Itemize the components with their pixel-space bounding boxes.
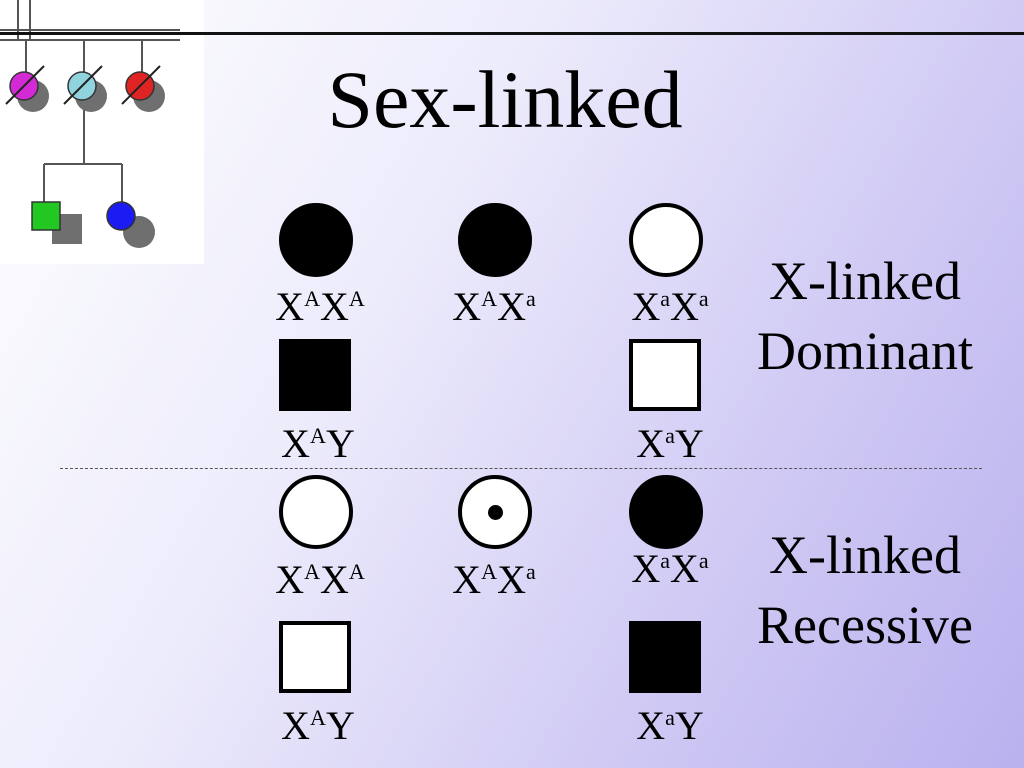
recessive-female-XaXa-symbol bbox=[629, 475, 703, 549]
recessive-female-XAXA-symbol bbox=[279, 475, 353, 549]
recessive-mode-label: X-linked Recessive bbox=[725, 520, 1005, 660]
dominant-female-XAXa-genotype: XAXa bbox=[452, 284, 536, 329]
recessive-male-XAY-symbol bbox=[279, 621, 351, 693]
dominant-female-XAXA-symbol bbox=[279, 203, 353, 277]
dominant-female-XaXa-genotype: XaXa bbox=[631, 284, 709, 329]
dominant-female-XAXa-symbol bbox=[458, 203, 532, 277]
section-divider bbox=[60, 468, 982, 469]
page-title: Sex-linked bbox=[327, 54, 683, 145]
dominant-label-line2: Dominant bbox=[757, 321, 973, 381]
pedigree-node-blue bbox=[106, 201, 136, 231]
dominant-female-XaXa-symbol bbox=[629, 203, 703, 277]
dominant-mode-label: X-linked Dominant bbox=[725, 246, 1005, 386]
pedigree-logo bbox=[0, 0, 204, 264]
pedigree-node-green-square bbox=[31, 201, 61, 231]
dominant-male-XaY-genotype: XaY bbox=[636, 421, 704, 466]
dominant-male-XaY-symbol bbox=[629, 339, 701, 411]
dominant-label-line1: X-linked bbox=[769, 251, 961, 311]
recessive-male-XaY-symbol bbox=[629, 621, 701, 693]
recessive-label-line1: X-linked bbox=[769, 525, 961, 585]
recessive-female-XaXa-genotype: XaXa bbox=[631, 546, 709, 591]
recessive-label-line2: Recessive bbox=[757, 595, 973, 655]
dominant-male-XAY-symbol bbox=[279, 339, 351, 411]
dominant-female-XAXA-genotype: XAXA bbox=[275, 284, 365, 329]
recessive-male-XaY-genotype: XaY bbox=[636, 703, 704, 748]
top-rule bbox=[0, 32, 1024, 35]
recessive-female-XAXa-genotype: XAXa bbox=[452, 557, 536, 602]
recessive-female-XAXA-genotype: XAXA bbox=[275, 557, 365, 602]
pedigree-chart-icon bbox=[0, 0, 180, 248]
carrier-dot-icon bbox=[487, 504, 503, 520]
recessive-female-XAXa-symbol bbox=[458, 475, 532, 549]
dominant-male-XAY-genotype: XAY bbox=[281, 421, 355, 466]
recessive-male-XAY-genotype: XAY bbox=[281, 703, 355, 748]
